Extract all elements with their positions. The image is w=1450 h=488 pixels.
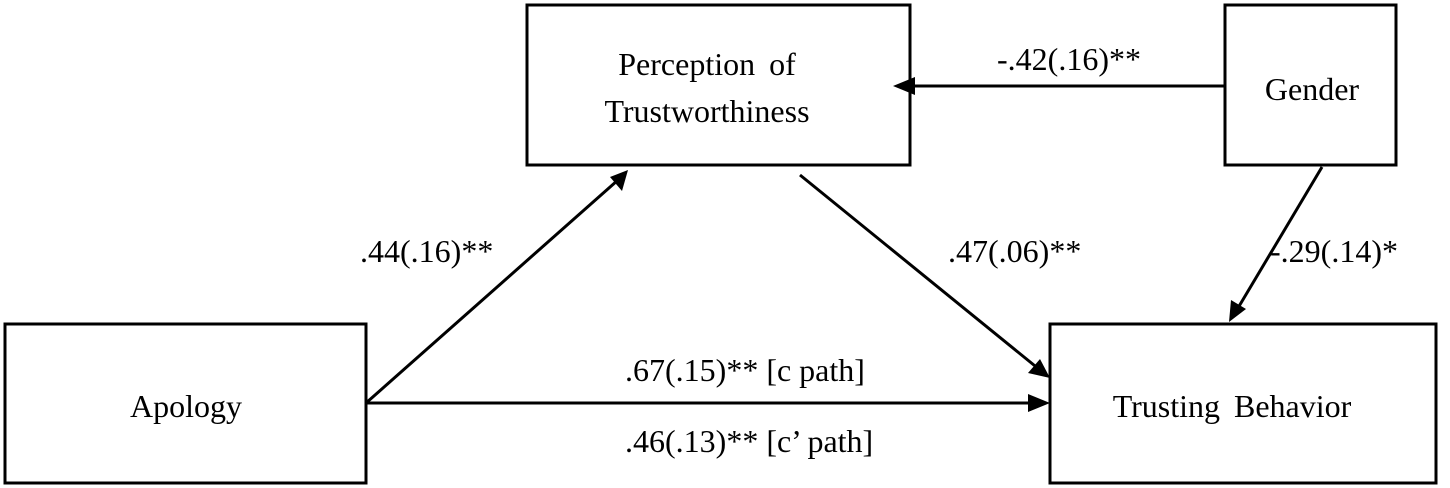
sig-apology-to-perception: ** — [461, 233, 493, 269]
sig-c-path: ** [c path] — [726, 352, 865, 388]
trusting-behavior-label: Trusting Behavior — [1113, 388, 1352, 424]
sig-c-prime-path: ** [c’ path] — [726, 423, 873, 459]
sig-gender-to-behavior: * — [1382, 233, 1398, 269]
label-gender-to-perception: -.42(.16)** — [997, 41, 1141, 77]
sig-perception-to-behavior: ** — [1049, 233, 1081, 269]
gender-label: Gender — [1265, 71, 1360, 107]
edge-apology-to-perception — [365, 178, 619, 405]
label-gender-to-behavior: -.29(.14)* — [1270, 233, 1398, 269]
label-apology-to-perception: .44(.16)** — [360, 233, 493, 269]
label-perception-to-behavior: .47(.06)** — [948, 233, 1081, 269]
edge-perception-to-behavior — [799, 173, 1041, 372]
label-c-prime-path: .46(.13)** [c’ path] — [585, 423, 897, 459]
arrowhead-apology-to-perception — [610, 170, 628, 191]
label-c-path: .67(.15)** [c path] — [585, 352, 889, 388]
coef-c-path: .67(.15) — [625, 352, 726, 388]
coef-c-prime-path: .46(.13) — [625, 423, 726, 459]
perception-label-line1: Perception of — [618, 46, 796, 82]
coef-apology-to-perception: .44(.16) — [360, 233, 461, 269]
perception-label-line2: Trustworthiness — [604, 93, 809, 129]
arrowhead-gender-to-perception — [893, 77, 915, 95]
coef-gender-to-perception: -.42(.16) — [997, 41, 1109, 77]
arrowhead-perception-to-behavior — [1028, 359, 1050, 378]
sig-gender-to-perception: ** — [1109, 41, 1141, 77]
trusting-behavior-box — [1048, 322, 1438, 485]
edge-gender-to-behavior — [1233, 166, 1324, 314]
perception-box — [525, 3, 912, 167]
arrowhead-gender-to-behavior — [1229, 300, 1246, 322]
arrowhead-apology-to-behavior — [1028, 394, 1050, 412]
coef-perception-to-behavior: .47(.06) — [948, 233, 1049, 269]
apology-label: Apology — [130, 388, 242, 424]
coef-gender-to-behavior: -.29(.14) — [1270, 233, 1382, 269]
gender-box — [1223, 3, 1398, 167]
apology-box — [3, 322, 368, 485]
